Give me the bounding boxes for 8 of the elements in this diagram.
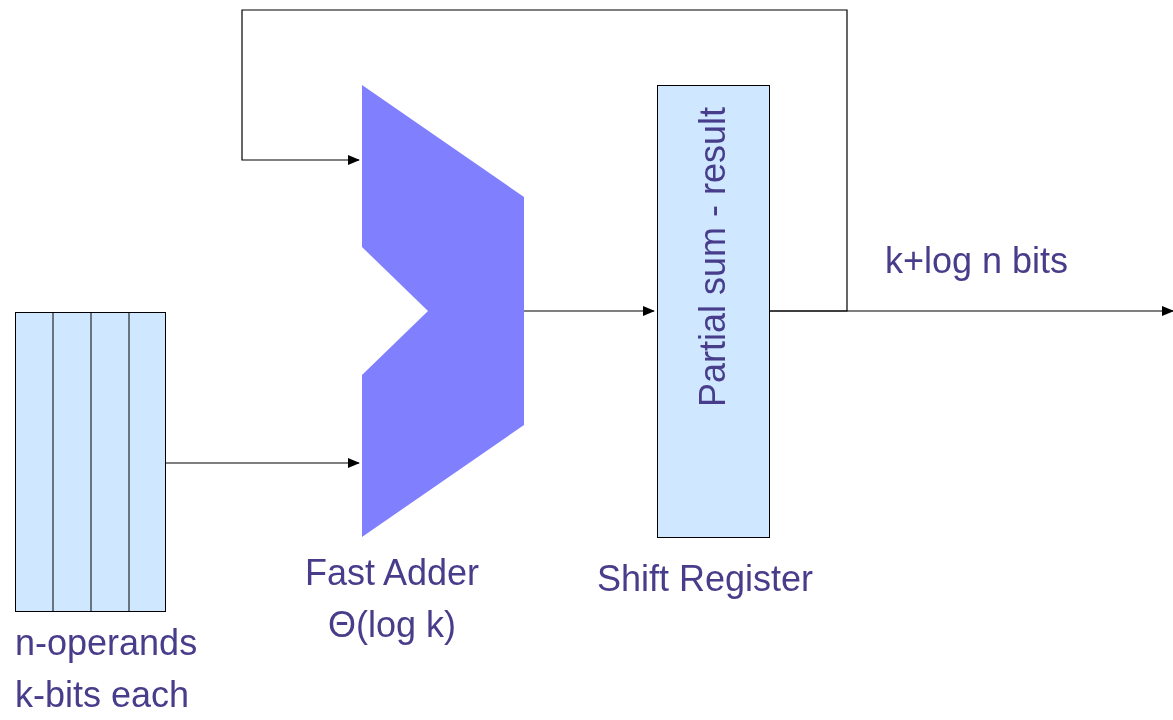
arrow	[769, 306, 1173, 316]
block-label: n-operands k-bits each	[15, 621, 199, 717]
arrow	[165, 458, 360, 468]
block-label: Fast Adder Θ(log k)	[303, 551, 481, 647]
arrow	[241, 9, 848, 312]
register-label: Partial sum - result	[691, 107, 734, 408]
block-label: Shift Register	[597, 557, 814, 601]
arrow	[523, 306, 655, 316]
